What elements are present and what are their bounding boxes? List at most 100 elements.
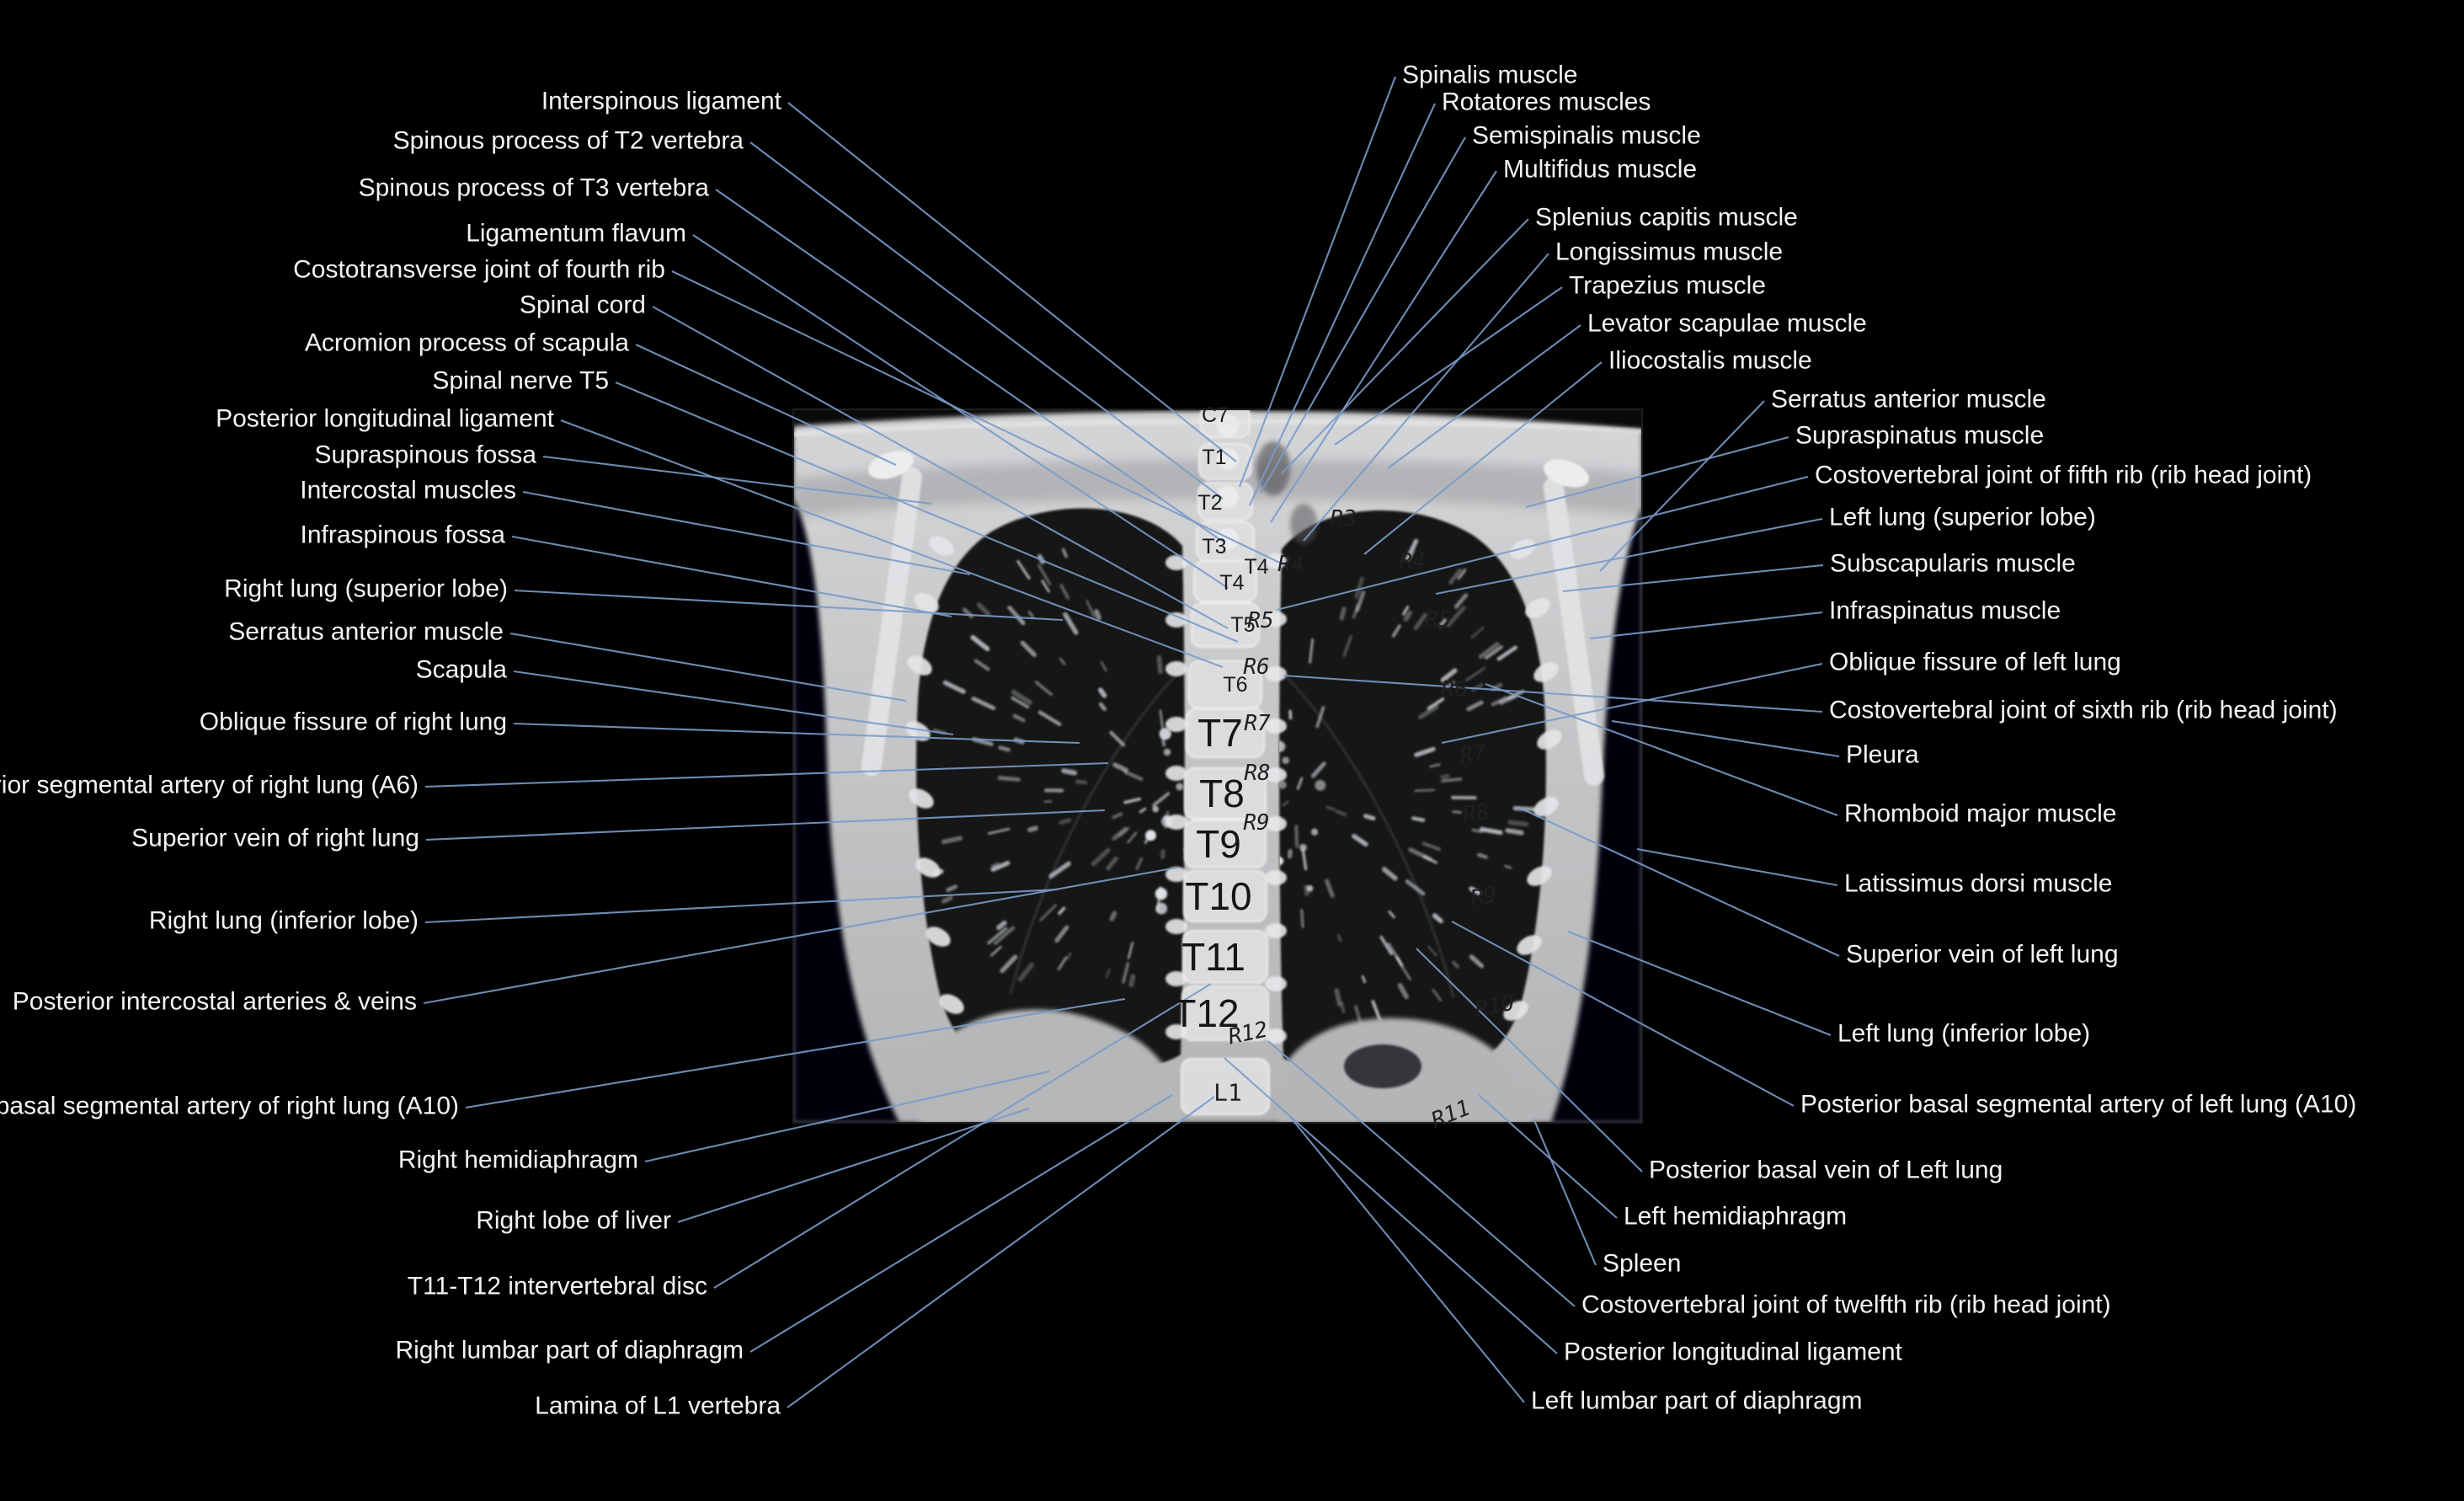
vertebra-label: T11 — [1181, 935, 1245, 979]
leader-line — [615, 382, 1239, 643]
leader-line — [1599, 400, 1765, 572]
leader-line — [1478, 1094, 1618, 1219]
anatomy-label: Right lung (inferior lobe) — [148, 906, 419, 935]
anatomy-label: Right lung (superior lobe) — [224, 574, 508, 603]
anatomy-label: Left hemidiaphragm — [1624, 1202, 1848, 1231]
leader-line — [787, 102, 1237, 462]
left-lung-vessels — [1279, 538, 1537, 1031]
leader-line — [671, 270, 1286, 566]
rib-label: R4 — [1277, 552, 1304, 577]
anatomy-label: Costovertebral joint of fifth rib (rib h… — [1815, 461, 2312, 489]
anatomy-label: Intercostal muscles — [300, 476, 516, 505]
anatomy-label: T11-T12 intervertebral disc — [407, 1272, 707, 1301]
anatomy-label: Scapula — [415, 655, 507, 684]
lateral-rib-cross-sections — [905, 536, 1562, 1021]
rib-label: R4 — [1399, 549, 1425, 574]
anatomy-label: Posterior intercostal arteries & veins — [12, 987, 417, 1016]
anatomy-label: Serratus anterior muscle — [1771, 385, 2046, 414]
vertebra-label: T1 — [1202, 446, 1226, 469]
vertebra-label: L1 — [1213, 1079, 1242, 1107]
leader-line — [652, 306, 1229, 629]
left-flank-shadow — [1551, 507, 1642, 1123]
leader-line — [1363, 361, 1603, 555]
anatomy-label: Spinal nerve T5 — [432, 366, 609, 395]
rib-label: R8 — [1461, 799, 1491, 828]
leader-line — [560, 419, 1224, 668]
vertebra-label: T3 — [1202, 535, 1226, 558]
anatomy-label: Spinal cord — [519, 291, 646, 319]
anatomy-label: Interspinous ligament — [541, 87, 781, 115]
ct-scan-image — [793, 409, 1642, 1123]
anatomy-label: Rhomboid major muscle — [1844, 799, 2117, 828]
rib-label: R8 — [1244, 761, 1270, 786]
leader-line — [425, 809, 1106, 841]
vertebra-label: T10 — [1185, 874, 1251, 918]
leader-line — [1281, 218, 1529, 474]
vertebra-label: T5 — [1230, 613, 1255, 637]
leader-line — [1567, 931, 1832, 1036]
anatomy-label: Right lobe of liver — [476, 1206, 671, 1235]
anatomy-label: Rotatores muscles — [1442, 88, 1651, 116]
leader-line — [677, 1108, 1030, 1223]
anatomy-label: Longissimus muscle — [1555, 238, 1784, 266]
anatomy-label: Splenius capitis muscle — [1535, 203, 1798, 232]
leader-line — [1239, 76, 1396, 488]
right-hemidiaphragm-dome — [920, 1009, 1182, 1123]
anatomy-label: Posterior basal segmental artery of left… — [1800, 1090, 2357, 1119]
right-flank-shadow — [793, 499, 899, 1123]
scapula-bones — [861, 451, 1604, 786]
anatomy-label: Costovertebral joint of twelfth rib (rib… — [1581, 1290, 2111, 1319]
ct-frame-border — [792, 409, 1643, 1124]
vertebra-label: T12 — [1172, 991, 1239, 1035]
leader-line — [1611, 719, 1840, 758]
anatomy-label: Posterior longitudinal ligament — [216, 404, 554, 433]
leader-line — [1276, 475, 1809, 612]
leader-line — [1249, 103, 1436, 506]
anatomy-label: Infraspinatus muscle — [1829, 596, 2061, 625]
leader-line — [465, 997, 1126, 1109]
leader-line — [1334, 286, 1563, 446]
leader-line — [1451, 921, 1795, 1107]
anatomy-label: Oblique fissure of left lung — [1829, 648, 2121, 676]
leader-line — [522, 490, 971, 576]
leader-line — [513, 670, 954, 736]
leader-line — [1283, 674, 1823, 713]
rib-label: R6 — [1441, 677, 1467, 702]
anatomy-label: Right lumbar part of diaphragm — [395, 1336, 744, 1365]
anatomy-label: Spinous process of T2 vertebra — [392, 126, 744, 155]
anatomy-label: Serratus anterior muscle — [228, 617, 504, 646]
leader-line — [1435, 517, 1823, 596]
anatomy-label: Right hemidiaphragm — [397, 1146, 638, 1174]
anatomy-label: Subscapularis muscle — [1830, 549, 2076, 578]
leader-line — [715, 189, 1224, 542]
leader-line — [635, 344, 897, 466]
anatomy-label: Ligamentum flavum — [466, 219, 686, 248]
leader-line — [1289, 1116, 1525, 1403]
vertebra-label: C7 — [1202, 403, 1229, 427]
anatomy-label: Spleen — [1603, 1249, 1682, 1278]
leader-line — [423, 866, 1178, 1005]
right-lung-vessels — [932, 548, 1185, 1048]
leader-line — [1562, 564, 1824, 593]
anatomy-label: Posterior basal vein of Left lung — [1649, 1156, 2003, 1184]
anatomy-label: Supraspinatus muscle — [1795, 421, 2045, 450]
leader-line — [1636, 847, 1838, 887]
rib-label: R5 — [1247, 608, 1273, 633]
leader-line — [787, 1096, 1215, 1408]
rib-head-joints — [1165, 553, 1287, 1044]
rib-label: R7 — [1244, 711, 1271, 736]
leader-line — [514, 589, 1064, 622]
leader-line — [424, 761, 1109, 788]
anatomy-label: Multifidus muscle — [1503, 155, 1698, 184]
rib-label: R9 — [1469, 883, 1499, 912]
anatomy-label: Superior segmental artery of right lung … — [0, 771, 419, 799]
leader-line — [1303, 253, 1549, 542]
left-oblique-fissure — [1285, 676, 1455, 998]
leader-line — [509, 632, 907, 702]
right-oblique-fissure — [1009, 672, 1179, 995]
vertebra-label: T4 — [1244, 555, 1268, 579]
leader-line — [1260, 136, 1466, 494]
leader-line — [511, 535, 952, 618]
rib-label: R3 — [1330, 506, 1356, 531]
anatomy-label: Infraspinous fossa — [300, 521, 505, 549]
